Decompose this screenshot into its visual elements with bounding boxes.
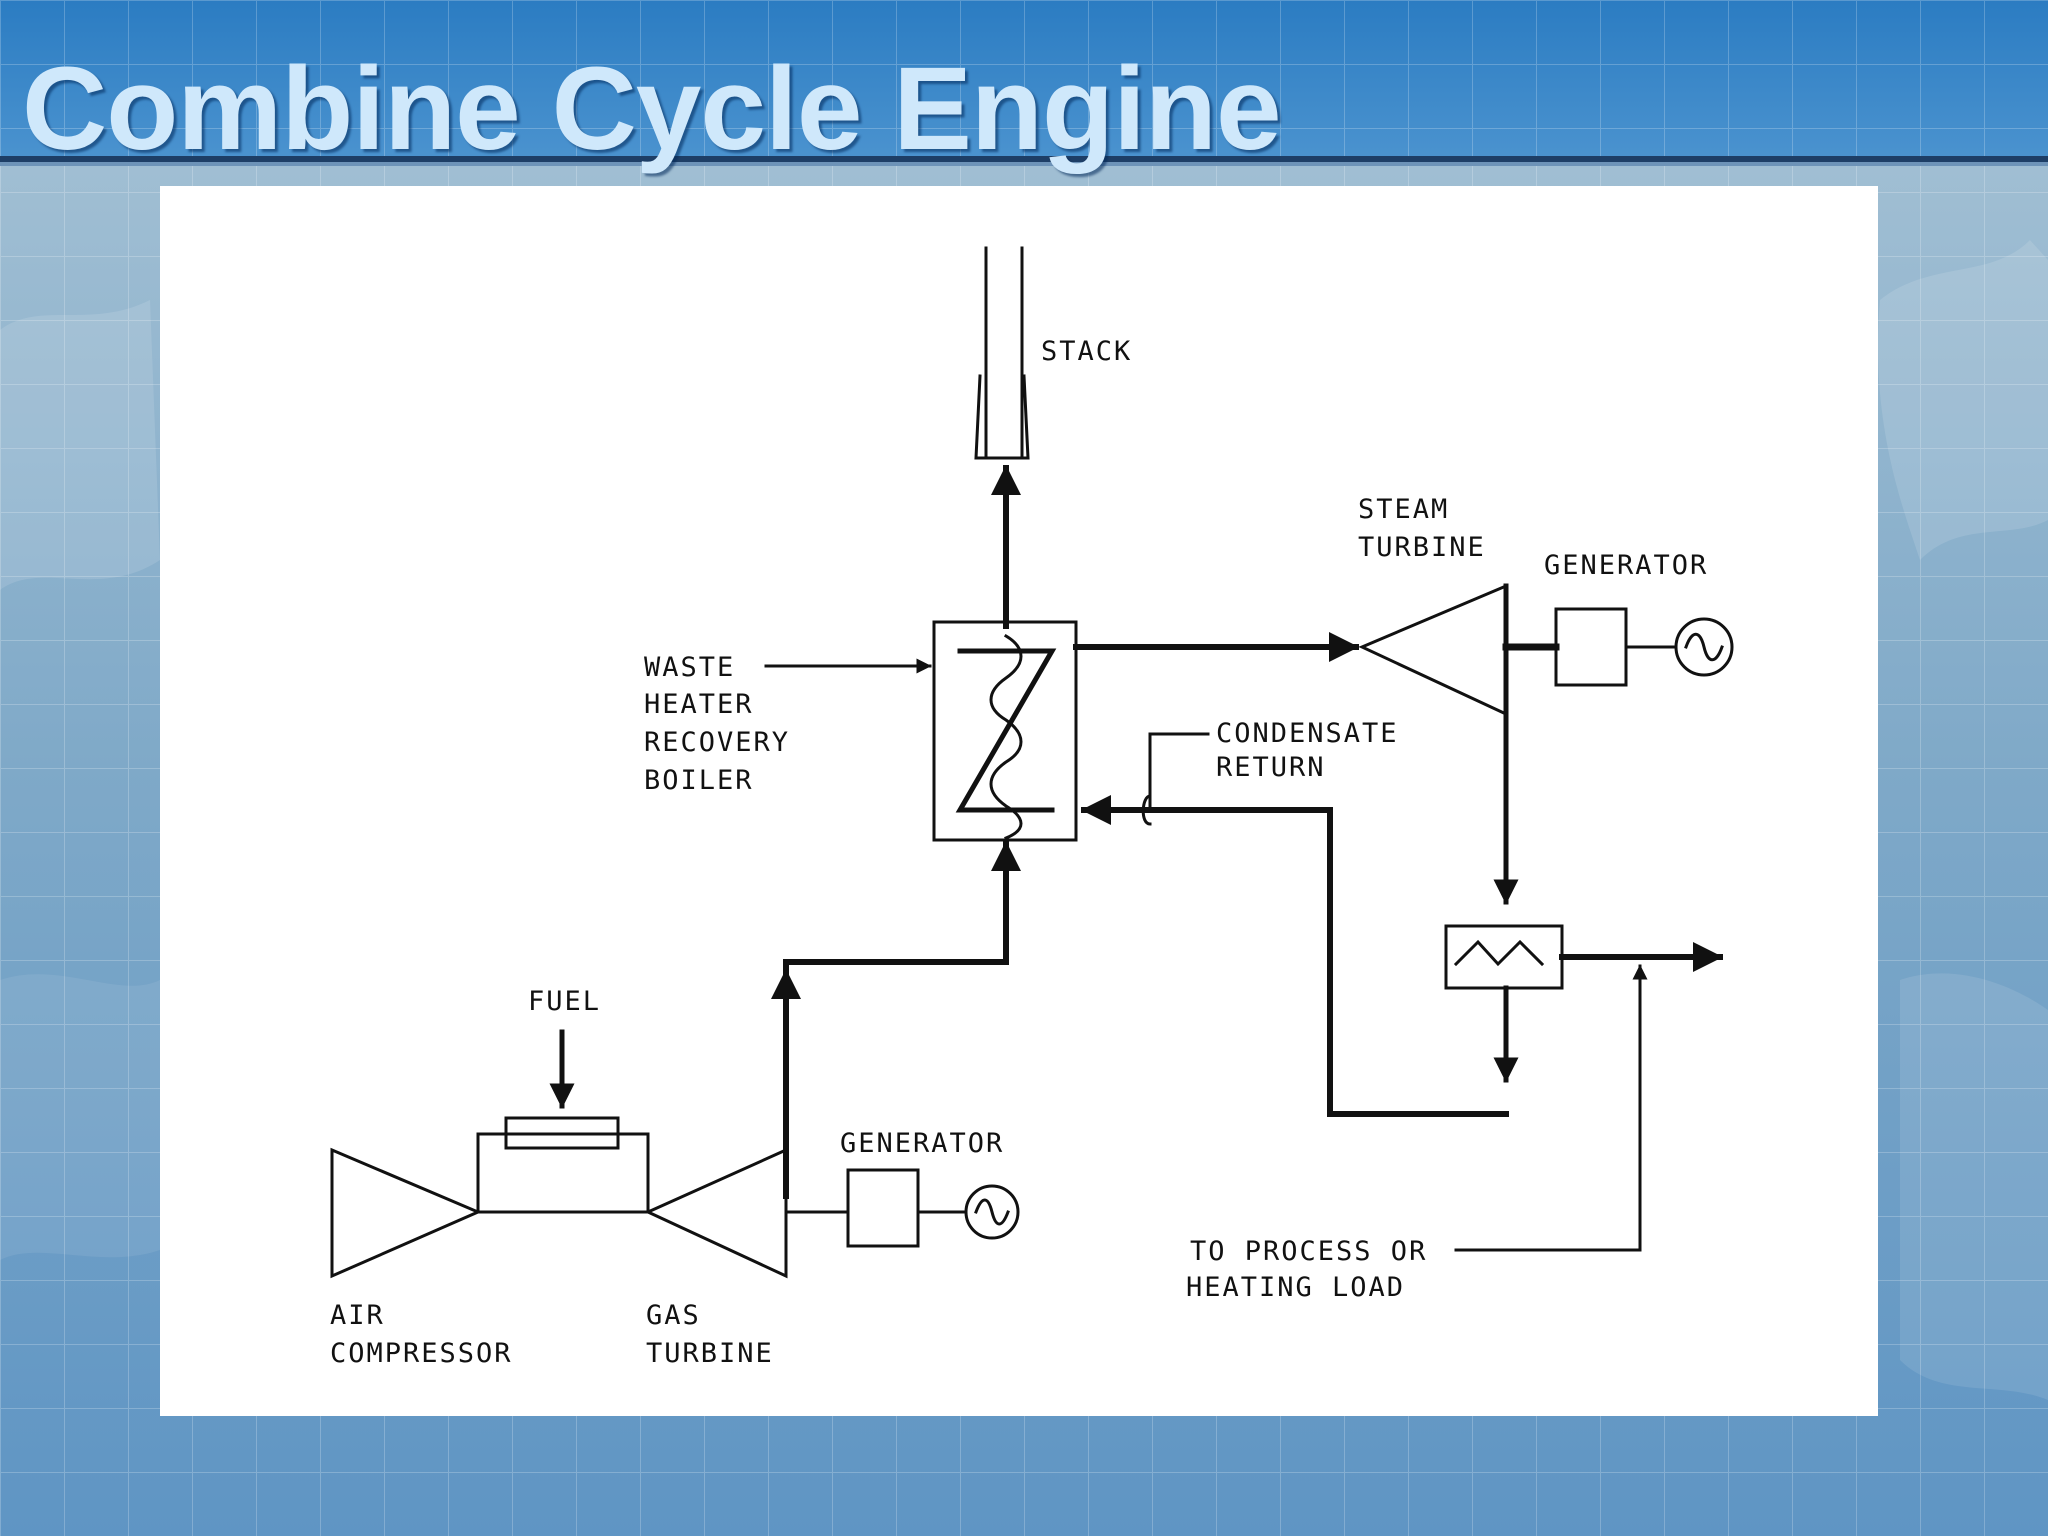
generator-top-ac-icon xyxy=(1674,617,1734,677)
waste-heat-recovery-boiler xyxy=(932,620,1078,842)
label-whrb-2: HEATER xyxy=(644,689,754,720)
gas-turbine xyxy=(644,1147,788,1279)
steam-turbine xyxy=(1358,583,1508,717)
label-air-2: COMPRESSOR xyxy=(330,1338,513,1369)
label-whrb-4: BOILER xyxy=(644,765,754,796)
slide-title: Combine Cycle Engine xyxy=(22,43,1282,175)
label-air-1: AIR xyxy=(330,1300,385,1331)
process-heat-exchanger xyxy=(1444,924,1564,990)
generator-top-box xyxy=(1554,607,1628,687)
label-steam-turbine-1: STEAM xyxy=(1358,494,1449,525)
diagram-panel: STACK STEAM TURBINE GENERATOR WASTE HEAT… xyxy=(160,186,1878,1416)
label-process-2: HEATING LOAD xyxy=(1186,1272,1405,1303)
label-whrb-3: RECOVERY xyxy=(644,727,790,758)
generator-bottom-ac-icon xyxy=(964,1184,1020,1240)
condensate-valve-icon xyxy=(1141,794,1152,826)
stack xyxy=(974,246,1030,460)
combustor xyxy=(476,1132,650,1214)
generator-bottom-box xyxy=(846,1168,920,1248)
combined-cycle-diagram: STACK STEAM TURBINE GENERATOR WASTE HEAT… xyxy=(330,246,1734,1369)
label-generator-bottom: GENERATOR xyxy=(840,1128,1004,1159)
label-process-1: TO PROCESS OR xyxy=(1190,1236,1427,1267)
label-stack: STACK xyxy=(1041,336,1132,367)
label-gas-2: TURBINE xyxy=(646,1338,774,1369)
label-generator-top: GENERATOR xyxy=(1544,550,1708,581)
condensate-return-line xyxy=(1081,795,1509,1117)
label-gas-1: GAS xyxy=(646,1300,701,1331)
label-whrb-1: WASTE xyxy=(644,652,735,683)
label-steam-turbine-2: TURBINE xyxy=(1358,532,1486,563)
air-compressor xyxy=(330,1147,482,1279)
process-return-line xyxy=(1454,964,1648,1252)
label-condensate-1: CONDENSATE xyxy=(1216,718,1399,749)
label-condensate-2: RETURN xyxy=(1216,752,1326,783)
label-fuel: FUEL xyxy=(528,986,601,1017)
